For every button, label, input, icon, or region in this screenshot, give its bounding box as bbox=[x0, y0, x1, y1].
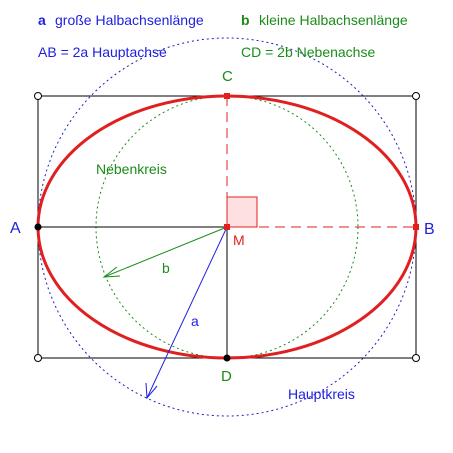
point-a bbox=[34, 223, 42, 231]
legend-ab-text: AB = 2a Hauptachse bbox=[38, 44, 167, 60]
radius-b-line bbox=[103, 226, 228, 278]
legend-b-letter: b bbox=[241, 12, 250, 28]
corner-point-bottom-right bbox=[412, 354, 420, 362]
label-b: B bbox=[424, 221, 435, 238]
point-d bbox=[223, 354, 231, 362]
label-hauptkreis: Hauptkreis bbox=[288, 386, 355, 402]
point-m bbox=[224, 224, 230, 230]
radius-a-arrowhead bbox=[145, 382, 158, 400]
label-radius-b: b bbox=[162, 260, 170, 276]
corner-point-top-left bbox=[34, 92, 42, 100]
label-a: A bbox=[10, 220, 21, 237]
legend-a-text: große Halbachsenlänge bbox=[55, 12, 204, 28]
corner-point-bottom-left bbox=[34, 354, 42, 362]
legend-a-letter: a bbox=[38, 12, 46, 28]
point-c bbox=[224, 93, 230, 99]
label-d: D bbox=[221, 368, 232, 385]
radius-a-line bbox=[146, 226, 228, 399]
label-c: C bbox=[222, 68, 233, 85]
corner-point-top-right bbox=[412, 92, 420, 100]
legend-cd-text: CD = 2b Nebenachse bbox=[241, 44, 375, 60]
label-radius-a: a bbox=[191, 313, 199, 329]
label-nebenkreis: Nebenkreis bbox=[96, 161, 167, 177]
point-b bbox=[413, 224, 419, 230]
right-angle-marker bbox=[226, 196, 258, 228]
radius-b-arrowhead bbox=[102, 266, 121, 278]
label-m: M bbox=[233, 232, 245, 248]
legend-b-text: kleine Halbachsenlänge bbox=[259, 12, 408, 28]
